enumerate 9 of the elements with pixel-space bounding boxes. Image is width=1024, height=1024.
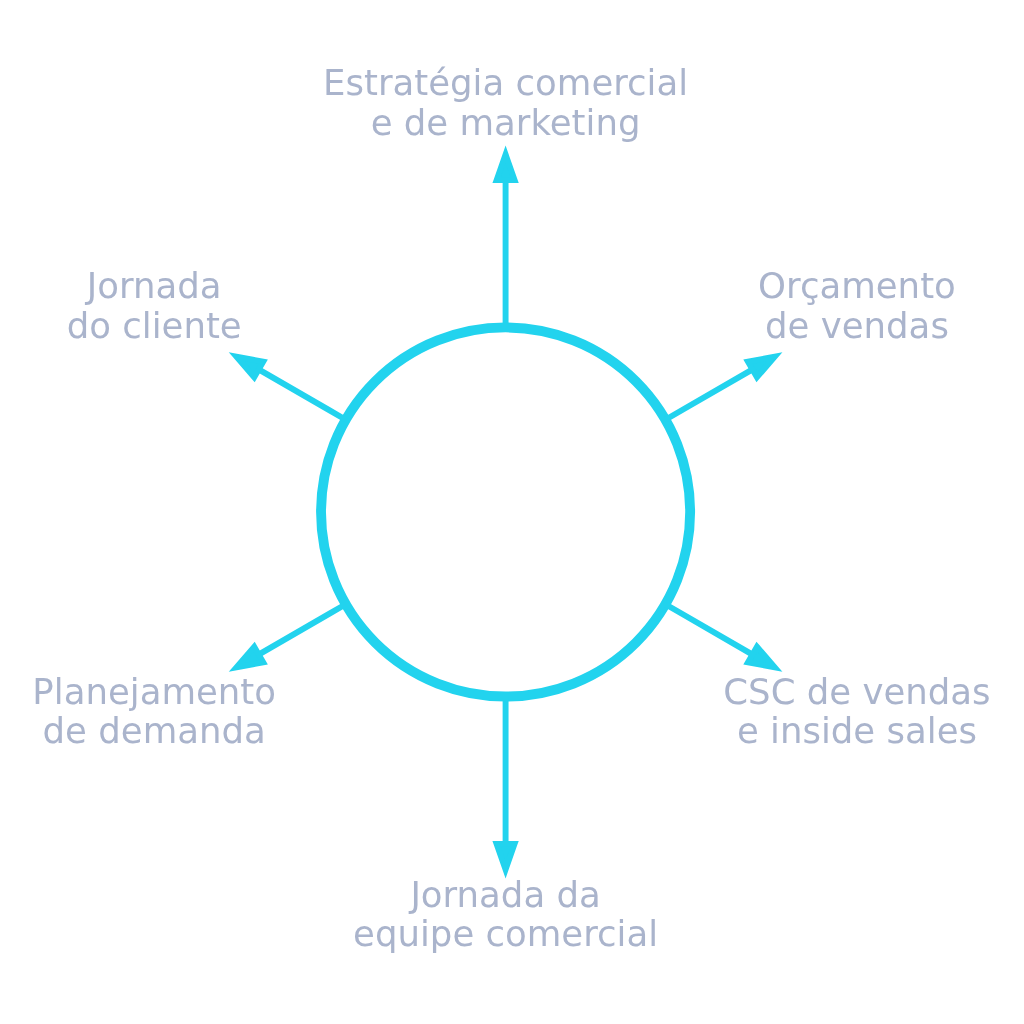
node-text: Planejamento de demanda — [32, 670, 277, 752]
arrow — [492, 145, 519, 327]
node-text: CSC de vendas e inside sales — [723, 670, 991, 752]
node-text: Jornada da equipe comercial — [353, 873, 659, 955]
node-text: Orçamento de vendas — [758, 265, 956, 346]
node-text: Estratégia comercial e de marketing — [323, 62, 689, 143]
arrow — [492, 697, 519, 879]
node-circle — [316, 322, 696, 702]
node-text: Jornada do cliente — [66, 265, 242, 346]
